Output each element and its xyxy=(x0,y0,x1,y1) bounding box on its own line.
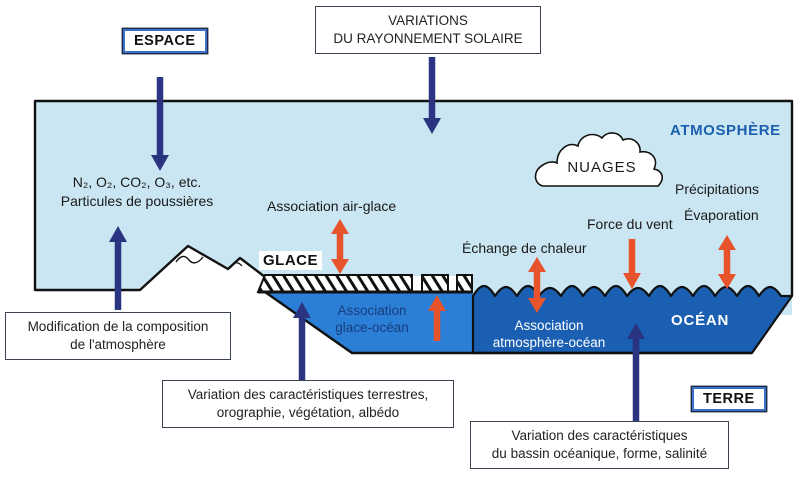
diagram-outline xyxy=(33,99,794,296)
modification-line1: Modification de la composition xyxy=(27,319,209,334)
air-ice-label: Association air-glace xyxy=(267,198,397,214)
basin-arrow xyxy=(627,323,645,421)
solar-radiation-arrow xyxy=(423,57,441,134)
solar-variations-line2: DU RAYONNEMENT SOLAIRE xyxy=(333,30,523,46)
ice-ocean-line1: Association xyxy=(337,303,407,318)
basin-line1: Variation des caractéristiques xyxy=(511,428,688,443)
basin-line2: du bassin océanique, forme, salinité xyxy=(491,445,708,461)
ocean-label: OCÉAN xyxy=(671,312,730,329)
terre-box: TERRE xyxy=(692,387,766,411)
terrestrial-arrow xyxy=(293,302,311,380)
basin-box: Variation des caractéristiques du bassin… xyxy=(470,421,729,469)
heat-exchange-label: Échange de chaleur xyxy=(462,240,587,256)
atm-ocean-line1: Association xyxy=(514,318,584,333)
precipitation-label: Précipitations xyxy=(675,181,760,197)
cloud-icon xyxy=(534,132,663,187)
clouds-label: NUAGES xyxy=(567,159,637,176)
terrestrial-line1: Variation des caractéristiques terrestre… xyxy=(187,387,429,402)
wind-force-label: Force du vent xyxy=(587,216,673,232)
gases-line2: Particules de poussières xyxy=(60,192,214,209)
atm-ocean-line2: atmosphère-océan xyxy=(492,335,606,351)
modification-box: Modification de la composition de l'atmo… xyxy=(5,312,231,360)
atmosphere-ocean-association-label: Association atmosphère-océan xyxy=(477,317,621,352)
atmosphere-label: ATMOSPHÈRE xyxy=(670,122,781,139)
terrestrial-box: Variation des caractéristiques terrestre… xyxy=(162,380,454,428)
air-ice-exchange-arrow xyxy=(331,219,349,274)
modification-line2: de l'atmosphère xyxy=(70,336,166,352)
terrestrial-line2: orographie, végétation, albédo xyxy=(216,404,400,420)
solar-variations-box: VARIATIONS DU RAYONNEMENT SOLAIRE xyxy=(315,6,541,54)
evaporation-arrow xyxy=(718,235,736,289)
ice-ocean-association-label: Association glace-océan xyxy=(318,302,426,337)
heat-exchange-arrow xyxy=(528,257,546,313)
composition-arrow xyxy=(109,226,127,310)
gases-line1: N₂, O₂, CO₂, O₃, etc. xyxy=(72,174,202,190)
ice-ocean-exchange-arrow xyxy=(428,295,446,341)
snowcap-large xyxy=(175,255,204,264)
space-arrow xyxy=(151,77,169,171)
snowcap-small xyxy=(230,262,243,268)
evaporation-label: Évaporation xyxy=(684,207,759,223)
ice-label: GLACE xyxy=(259,251,322,270)
ice-ocean-line2: glace-océan xyxy=(335,320,409,336)
espace-box: ESPACE xyxy=(123,29,207,53)
solar-variations-line1: VARIATIONS xyxy=(388,13,468,28)
ice-ocean-region xyxy=(265,292,473,353)
gases-label: N₂, O₂, CO₂, O₃, etc. Particules de pous… xyxy=(38,173,236,211)
sea-ice-shelf xyxy=(256,274,473,294)
wind-force-arrow xyxy=(623,239,641,289)
ocean-region xyxy=(471,284,794,355)
ocean-bottom-outline xyxy=(264,291,752,355)
